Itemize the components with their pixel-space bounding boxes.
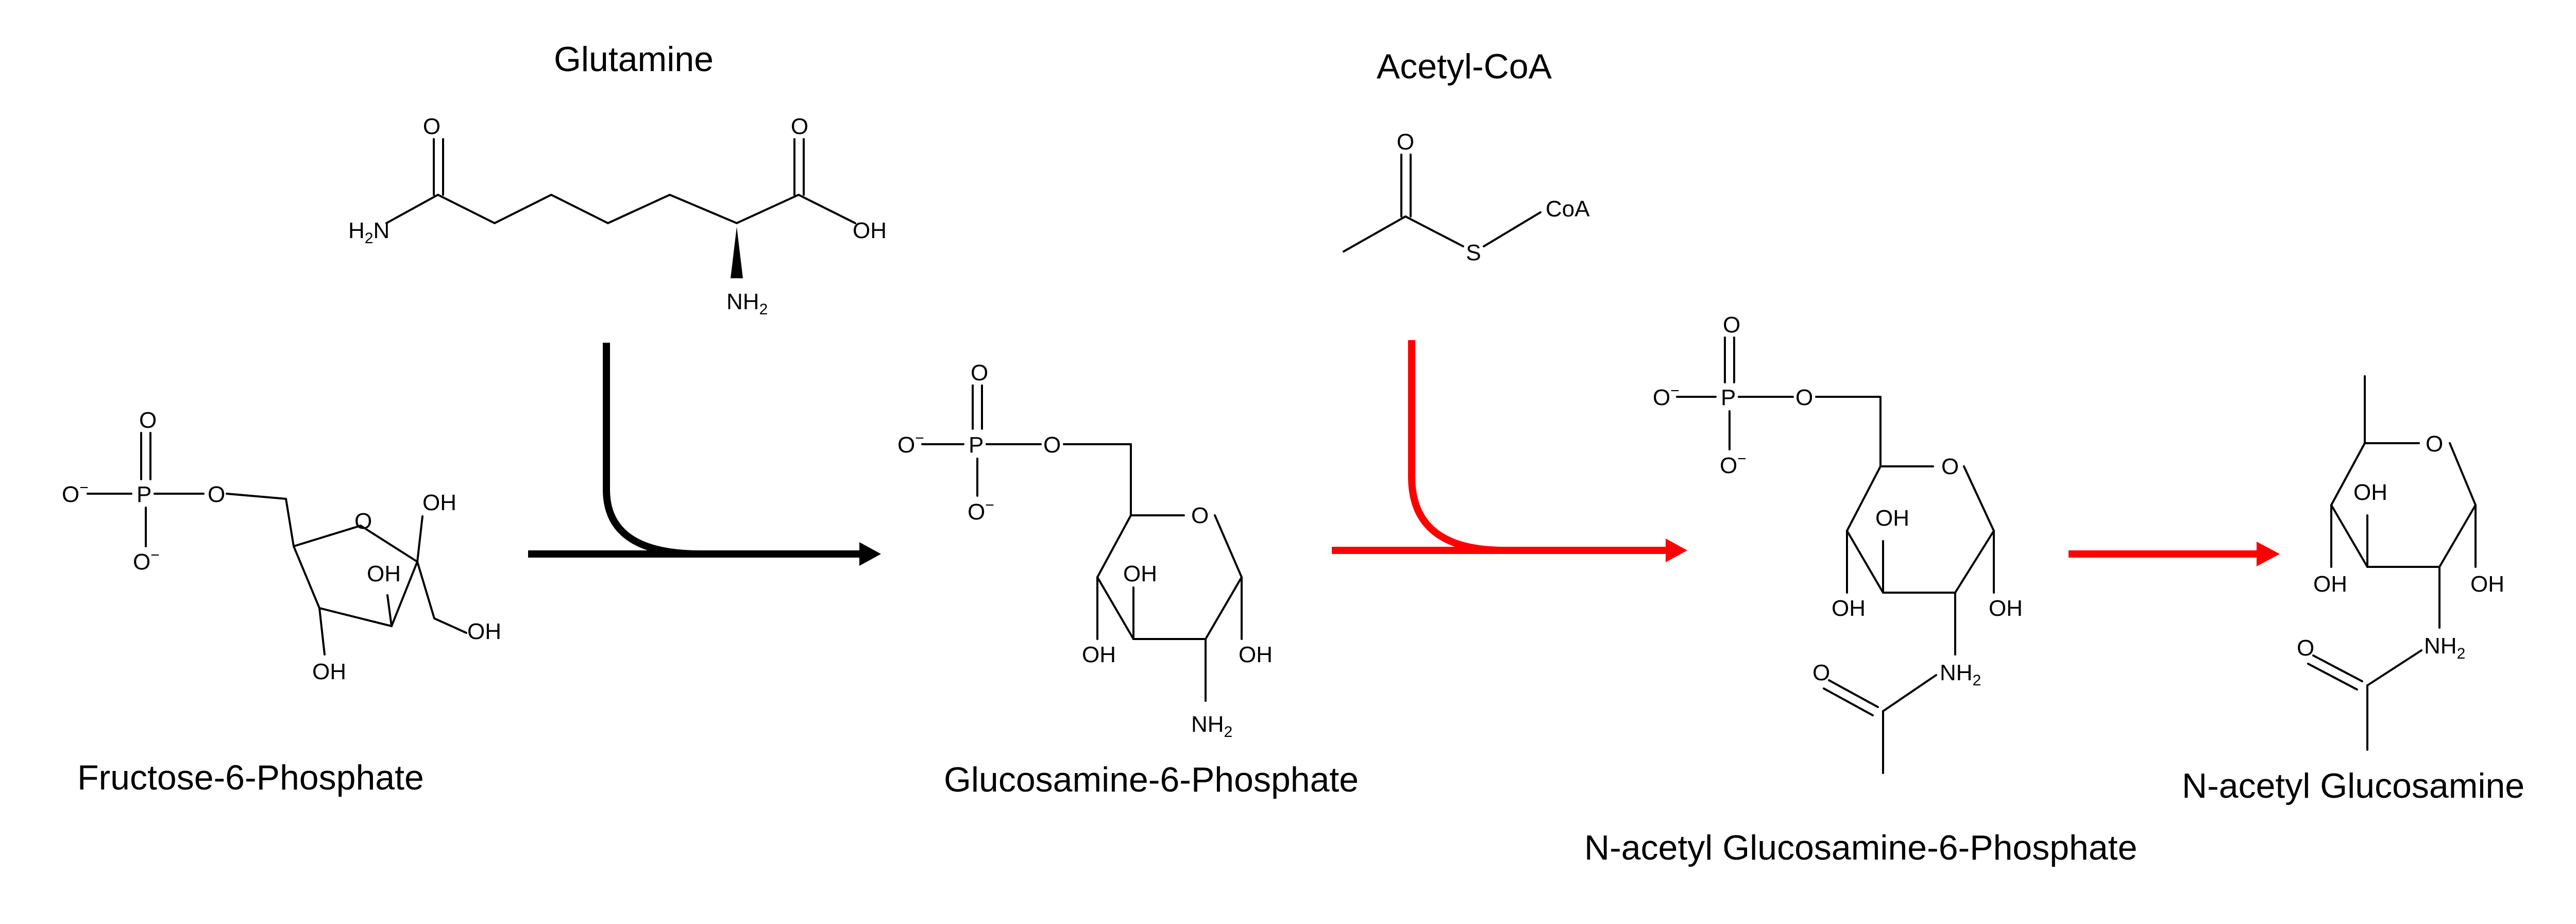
g6p-o-minus: O− (897, 430, 924, 458)
f6p-p: P (137, 482, 151, 507)
nag-o-carbonyl: O (2297, 635, 2314, 661)
f6p-o-minus: O− (62, 479, 89, 507)
arrow-2-head (1666, 539, 1687, 562)
nag6p-o-carbonyl: O (1812, 660, 1830, 685)
acetyl-coa-label: Acetyl-CoA (1377, 47, 1552, 86)
g6p-ring-o: O (1191, 503, 1209, 528)
nag6p-oh-3: OH (1989, 596, 2023, 621)
g6p-oh-1: OH (1123, 561, 1157, 586)
fructose-6-phosphate-label: Fructose-6-Phosphate (77, 758, 424, 797)
glucosamine-6-phosphate-label: Glucosamine-6-Phosphate (944, 760, 1359, 799)
glutamine-h2n: H2N (348, 218, 389, 247)
arrow-3-head (2257, 542, 2280, 566)
nag-oh-2: OH (2313, 572, 2347, 597)
n-acetyl-glucosamine-6-phosphate-structure: O− P O O− O O OH OH OH NH2 O (1653, 312, 2023, 774)
g6p-oh-3: OH (1239, 642, 1273, 667)
acetyl-coa-s: S (1466, 240, 1481, 265)
acetyl-coa-input-curve (1408, 340, 1505, 554)
g6p-o-bridge: O (1043, 432, 1061, 458)
nag6p-ring-o: O (1941, 454, 1959, 479)
f6p-o-double: O (139, 408, 157, 433)
g6p-nh2: NH2 (1191, 712, 1232, 741)
glutamine-o1: O (423, 114, 440, 139)
g6p-p: P (969, 432, 984, 458)
nag6p-o-minus: O− (1653, 382, 1680, 410)
glutamine-label: Glutamine (554, 40, 714, 79)
acetyl-coa-coa: CoA (1546, 196, 1590, 222)
glutamine-oh: OH (853, 218, 887, 243)
nag-oh-3: OH (2470, 572, 2504, 597)
arrow-1-head (859, 542, 881, 566)
nag6p-o-minus-2: O− (1720, 450, 1747, 478)
glutamine-o2: O (791, 114, 808, 139)
acetyl-coa-structure: O S CoA (1343, 129, 1590, 265)
f6p-oh-3: OH (467, 619, 501, 644)
nag-oh-1: OH (2353, 480, 2387, 505)
n-acetyl-glucosamine-structure: O OH OH OH NH2 O (2297, 375, 2504, 751)
glutamine-input-curve (603, 343, 701, 558)
nag-ring-o: O (2426, 431, 2443, 457)
acetyl-coa-o: O (1397, 129, 1414, 155)
nag6p-o-double: O (1723, 312, 1740, 338)
f6p-o-minus-2: O− (133, 547, 160, 575)
fructose-6-phosphate-structure: O− P O O− O O OH OH OH OH (62, 408, 501, 684)
nag-nh2: NH2 (2424, 633, 2465, 662)
nag6p-o-bridge: O (1795, 385, 1813, 410)
g6p-o-minus-2: O− (968, 497, 994, 525)
f6p-oh-2: OH (367, 561, 401, 586)
glucosamine-6-phosphate-structure: O− P O O− O O OH OH OH NH2 (897, 360, 1273, 741)
g6p-o-double: O (971, 360, 988, 385)
nag6p-p: P (1721, 385, 1736, 410)
nag6p-oh-2: OH (1832, 596, 1866, 621)
f6p-o-bridge: O (208, 482, 225, 507)
glutamine-nh2: NH2 (726, 289, 768, 318)
nag6p-nh2: NH2 (1940, 660, 1981, 689)
f6p-oh-1: OH (422, 490, 456, 515)
f6p-oh-4: OH (312, 659, 346, 684)
n-acetyl-glucosamine-label: N-acetyl Glucosamine (2182, 766, 2524, 805)
f6p-ring-o: O (354, 509, 372, 534)
nag6p-oh-1: OH (1875, 506, 1909, 531)
glutamine-structure: O O H2N OH NH2 (348, 114, 887, 318)
reaction-arrow-2 (1332, 340, 1687, 562)
reaction-arrow-3 (2069, 542, 2280, 566)
reaction-arrow-1 (528, 343, 881, 566)
g6p-oh-2: OH (1082, 642, 1116, 667)
n-acetyl-glucosamine-6-phosphate-label: N-acetyl Glucosamine-6-Phosphate (1584, 828, 2137, 867)
